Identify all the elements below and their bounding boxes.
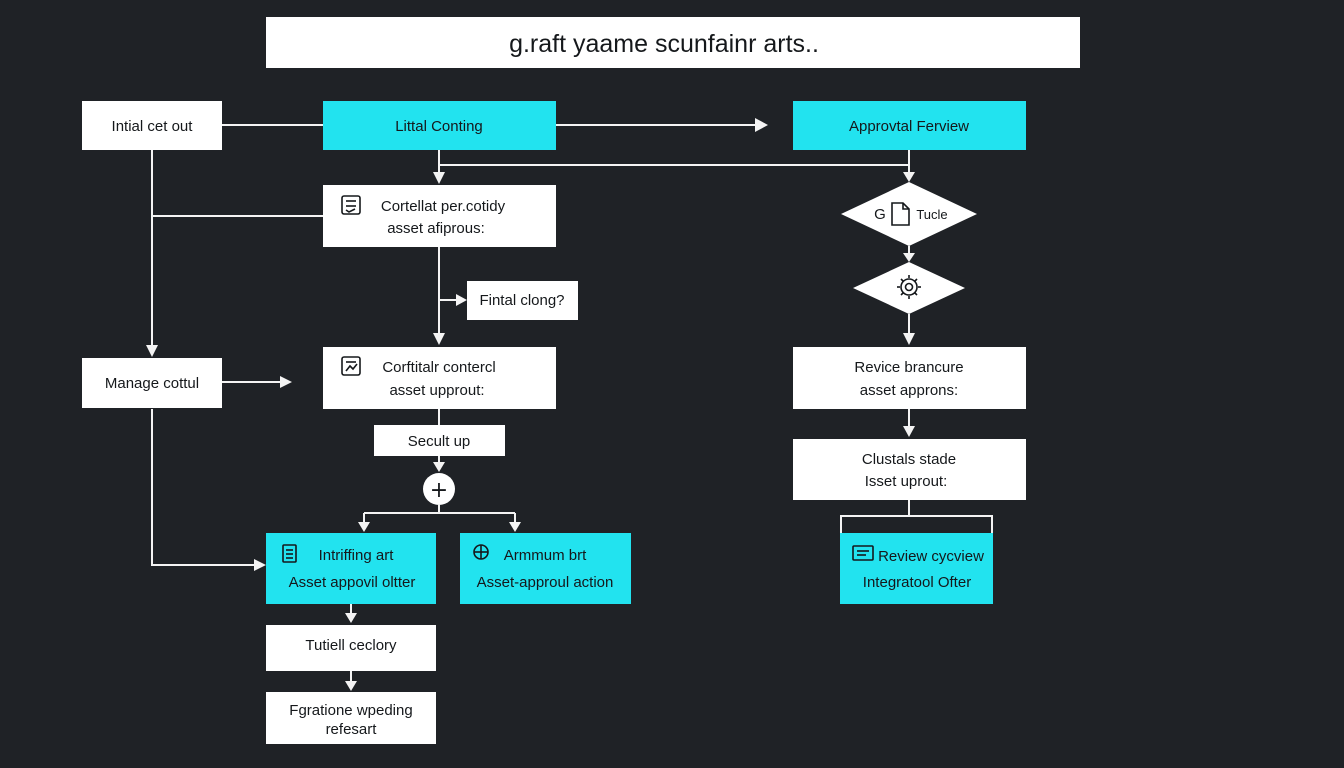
node-initial-cet-out[interactable]: Intial cet out <box>82 101 222 150</box>
node-label-line-2: asset afiprous: <box>387 220 485 237</box>
checklist-icon <box>341 195 361 215</box>
monitor-icon <box>852 545 874 561</box>
node-label-line-1: Cortellat per.cotidy <box>381 198 506 215</box>
node-label-line-2: refesart <box>326 721 378 738</box>
arrowhead <box>456 294 467 306</box>
node-label: Tutiell ceclory <box>305 637 397 654</box>
node-label-line-2: Isset uprout: <box>865 473 948 490</box>
arrowhead <box>755 118 768 132</box>
plus-icon: + <box>430 478 448 503</box>
edge-manage-to-intriffing <box>151 409 254 566</box>
arrowhead <box>146 345 158 357</box>
node-corftitalr[interactable]: Corftitalr contercl asset upprout: <box>323 347 556 409</box>
document-icon <box>891 202 910 226</box>
arrowhead <box>903 253 915 262</box>
node-plus-junction[interactable]: + <box>423 473 455 505</box>
node-label-line-2: asset upprout: <box>389 382 484 399</box>
node-label: Secult up <box>408 433 471 450</box>
arrowhead <box>254 559 266 571</box>
gear-icon <box>897 275 921 299</box>
node-label-line-1: Revice brancure <box>854 359 963 376</box>
arrowhead <box>509 522 521 532</box>
node-fgratione-wpeding[interactable]: Fgratione wpeding refesart <box>266 692 436 744</box>
arrowhead <box>433 172 445 184</box>
node-label-line-1: Clustals stade <box>862 451 956 468</box>
arrowhead <box>433 333 445 345</box>
node-label-line-2: Tucle <box>916 207 947 222</box>
arrowhead <box>345 613 357 623</box>
document-icon <box>282 544 297 563</box>
arrowhead <box>433 462 445 472</box>
node-label-line-1: G <box>874 206 886 223</box>
node-label: Approvtal Ferview <box>849 118 969 135</box>
node-gear-decision[interactable] <box>853 262 965 314</box>
node-littal-conting[interactable]: Littal Conting <box>323 101 556 150</box>
arrowhead <box>903 426 915 437</box>
arrowhead <box>345 681 357 691</box>
node-intriffing-art[interactable]: Intriffing art Asset appovil oltter <box>266 533 436 604</box>
node-label: Intial cet out <box>112 118 194 135</box>
checklist-icon <box>341 356 361 376</box>
node-label-line-2: Asset appovil oltter <box>289 574 416 591</box>
node-label-line-2: asset approns: <box>860 382 958 399</box>
edge-clustals-bracket <box>840 515 993 533</box>
node-label-line-1: Intriffing art <box>319 547 395 564</box>
node-label-line-1: Fgratione wpeding <box>289 702 412 719</box>
node-secult-up[interactable]: Secult up <box>374 425 505 456</box>
node-cortellat[interactable]: Cortellat per.cotidy asset afiprous: <box>323 185 556 247</box>
node-fintal-clong[interactable]: Fintal clong? <box>467 281 578 320</box>
node-label-line-1: Corftitalr contercl <box>382 359 495 376</box>
edges <box>146 118 993 691</box>
arrowhead <box>903 172 915 182</box>
node-label-line-2: Asset-approul action <box>477 574 614 591</box>
title-banner: g.raft yaame scunfainr arts.. <box>266 17 1080 68</box>
node-label-line-2: Integratool Ofter <box>863 574 971 591</box>
node-revice-brancure[interactable]: Revice brancure asset approns: <box>793 347 1026 409</box>
node-manage-cottul[interactable]: Manage cottul <box>82 358 222 408</box>
node-label-line-1: Review cycview <box>878 548 984 565</box>
node-label: Manage cottul <box>105 375 199 392</box>
node-armmum-brt[interactable]: Armmum brt Asset-approul action <box>460 533 631 604</box>
node-label: Littal Conting <box>395 118 483 135</box>
node-label-line-1: Armmum brt <box>504 547 587 564</box>
node-tutiell-ceclory[interactable]: Tutiell ceclory <box>266 625 436 671</box>
node-approvtal-ferview[interactable]: Approvtal Ferview <box>793 101 1026 150</box>
arrowhead <box>358 522 370 532</box>
globe-icon <box>473 544 489 560</box>
node-review-cycview[interactable]: Review cycview Integratool Ofter <box>840 533 993 604</box>
diagram-title: g.raft yaame scunfainr arts.. <box>509 30 819 58</box>
node-gd-tucle-decision[interactable]: G Tucle <box>841 182 977 246</box>
node-clustals-stade[interactable]: Clustals stade Isset uprout: <box>793 439 1026 500</box>
arrowhead <box>903 333 915 345</box>
node-label: Fintal clong? <box>479 292 564 309</box>
arrowhead <box>280 376 292 388</box>
